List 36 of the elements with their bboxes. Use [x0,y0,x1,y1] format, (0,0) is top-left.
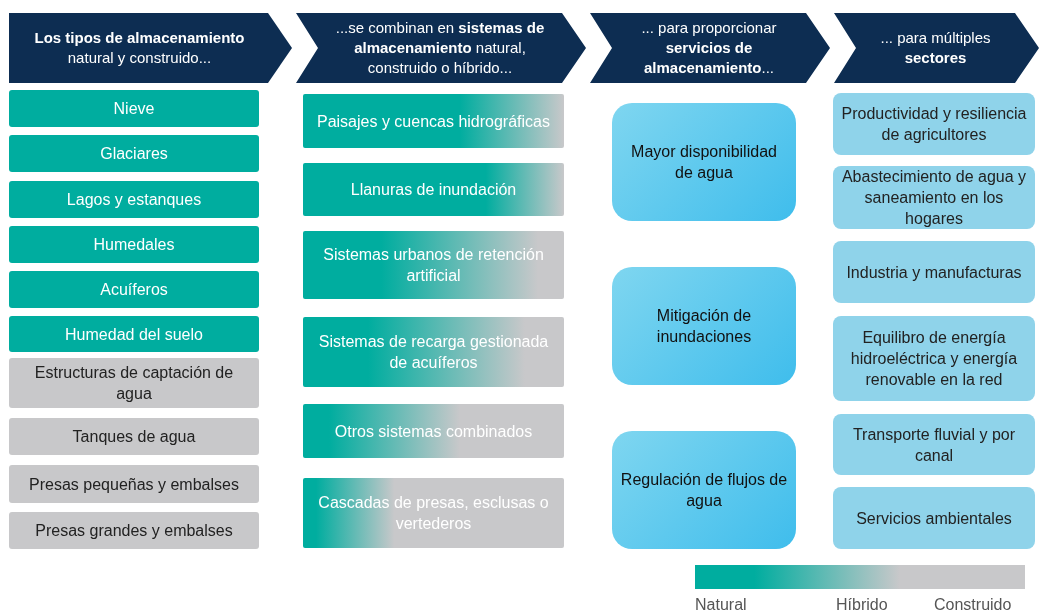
storage-type-box: Nieve [9,90,259,127]
header-text: ...se combinan en sistemas de almacenamiento natural, construido o híbrido... [334,18,546,78]
storage-system-box: Llanuras de inundación [303,163,564,216]
sector-box: Productividad y resiliencia de agricultores [833,93,1035,155]
storage-system-box: Paisajes y cuencas hidrográficas [303,94,564,148]
storage-type-box: Presas grandes y embalses [9,512,259,549]
header-text: Los tipos de almacenamiento natural y construido... [33,28,246,68]
service-box: Regulación de flujos de agua [612,431,796,549]
header-banner [296,13,586,83]
service-box: Mitigación de inundaciones [612,267,796,385]
storage-type-box: Glaciares [9,135,259,172]
storage-system-box: Otros sistemas combinados [303,404,564,458]
header-banner [590,13,830,83]
sector-box: Industria y manufacturas [833,241,1035,303]
storage-type-box: Estructuras de captación de agua [9,358,259,408]
header-banner [834,13,1039,83]
storage-type-box: Lagos y estanques [9,181,259,218]
storage-type-box: Presas pequeñas y embalses [9,465,259,503]
gradient-scale-bar [695,565,1025,589]
storage-type-box: Acuíferos [9,271,259,308]
storage-system-box: Sistemas de recarga gestionada de acuíferos [303,317,564,387]
scale-label: Construido [934,596,1012,614]
storage-system-box: Sistemas urbanos de retención artificial [303,231,564,299]
header-banner [9,13,292,83]
sector-box: Abastecimiento de agua y saneamiento en los hogares [833,166,1035,229]
storage-type-box: Humedad del suelo [9,316,259,352]
sector-box: Servicios ambientales [833,487,1035,549]
header-text: ... para proporcionar servicios de almacenamiento... [640,18,778,78]
service-box: Mayor disponibilidad de agua [612,103,796,221]
sector-box: Equilibro de energía hidroeléctrica y energía renovable en la red [833,316,1035,401]
scale-label: Híbrido [836,596,888,614]
storage-type-box: Humedales [9,226,259,263]
header-text: ... para múltiples sectores [879,28,992,68]
sector-box: Transporte fluvial y por canal [833,414,1035,475]
scale-label: Natural [695,596,747,614]
storage-type-box: Tanques de agua [9,418,259,455]
